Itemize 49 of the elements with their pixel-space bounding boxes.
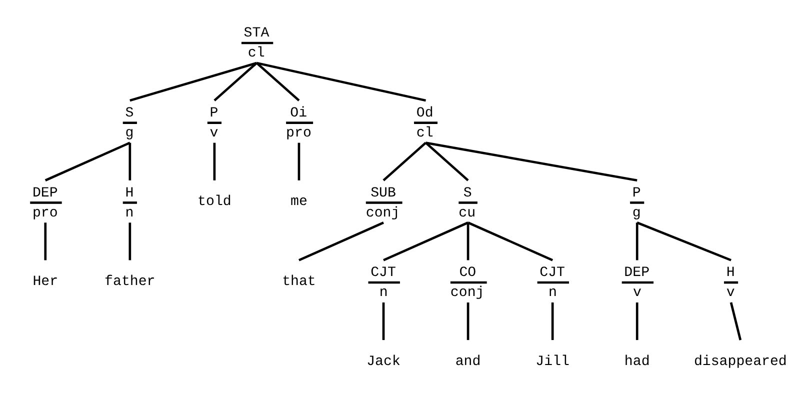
connector: [256, 62, 300, 102]
connector: [256, 62, 426, 102]
connector: [636, 302, 638, 340]
node-text: CJT n: [540, 265, 566, 302]
connector: [551, 302, 554, 340]
connector: [468, 222, 554, 262]
connector: [383, 222, 469, 262]
node-text: CJT n: [370, 265, 396, 302]
node-text: Od cl: [416, 106, 434, 142]
node-text: H v: [726, 265, 735, 302]
connector: [44, 142, 130, 182]
node-text: SUB conj: [366, 185, 400, 222]
node-text: S g: [125, 106, 134, 142]
node-text: disappeared: [694, 354, 787, 370]
connector: [636, 222, 732, 262]
connector: [213, 142, 216, 180]
node-text: father: [104, 274, 156, 290]
node-text: H n: [125, 185, 134, 222]
node-text: P g: [632, 185, 641, 222]
connector: [466, 222, 470, 260]
connector: [466, 302, 470, 340]
connector: [44, 222, 47, 260]
connector: [382, 302, 385, 340]
connector: [298, 142, 300, 180]
node-text: and: [455, 354, 481, 370]
connector: [214, 62, 258, 102]
node-text: Jack: [366, 354, 400, 370]
node-text: CO conj: [450, 265, 484, 302]
node-text: S cu: [458, 185, 476, 222]
connector: [425, 142, 469, 182]
connector: [128, 142, 132, 180]
connector: [130, 62, 258, 102]
node-text: Jill: [536, 354, 570, 370]
node-text: had: [624, 354, 650, 370]
node-text: that: [282, 274, 316, 290]
node-text: DEP pro: [32, 185, 58, 222]
connector: [426, 142, 638, 182]
connector: [730, 302, 742, 340]
node-text: STA cl: [244, 26, 270, 62]
node-text: Her: [32, 274, 58, 290]
node-text: P v: [210, 106, 218, 142]
connector: [128, 222, 132, 260]
node-text: told: [198, 194, 232, 210]
node-text: me: [290, 194, 308, 210]
node-text: DEP v: [624, 265, 650, 302]
node-text: Oi pro: [286, 106, 312, 142]
connector: [636, 222, 638, 260]
connector: [298, 222, 384, 262]
connector: [382, 142, 427, 182]
